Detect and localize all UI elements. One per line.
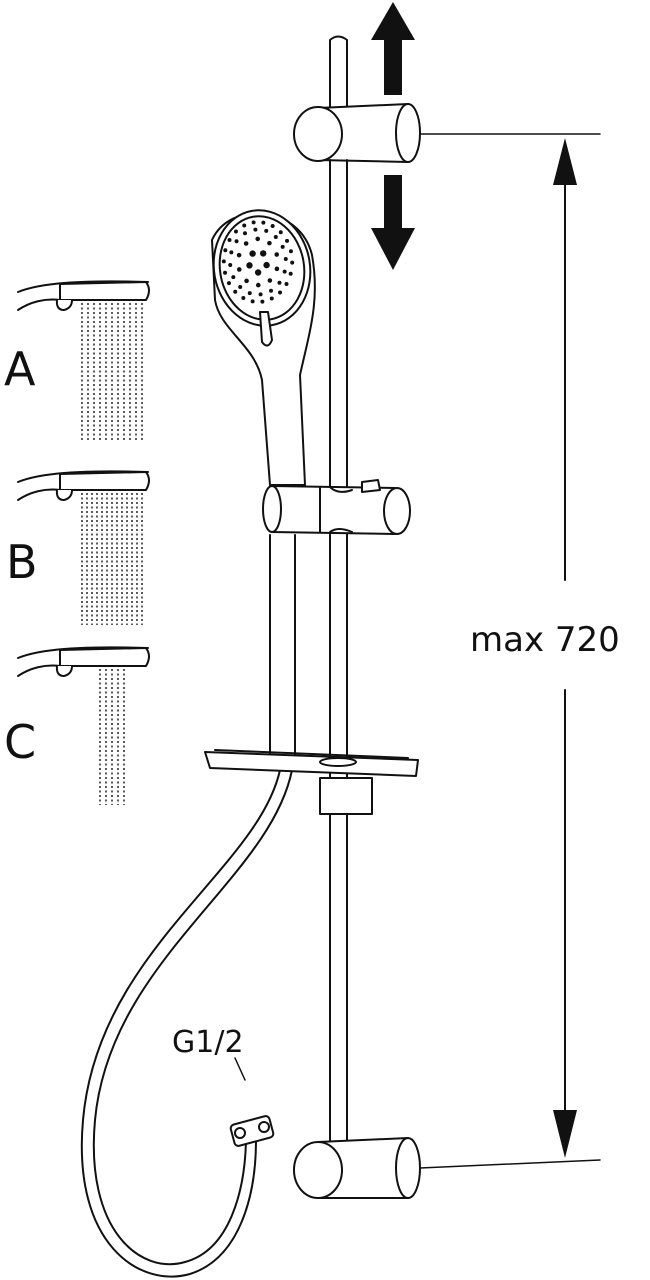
slide-direction-arrows bbox=[371, 2, 415, 270]
shower-nozzles bbox=[221, 220, 295, 304]
slide-rail bbox=[329, 35, 348, 1151]
spray-mode-lever bbox=[259, 311, 273, 347]
shower-hose bbox=[80, 769, 293, 1278]
hand-shower bbox=[211, 209, 316, 486]
spray-mode-icon-a bbox=[17, 280, 150, 440]
hose-pipe bbox=[269, 534, 296, 761]
height-dimension bbox=[419, 133, 601, 1169]
connector-thread-label: G1/2 bbox=[172, 1025, 244, 1060]
g12-connector-nut bbox=[229, 1057, 275, 1147]
slider-holder bbox=[262, 479, 411, 535]
dimension-arrow-bottom-icon bbox=[553, 1110, 577, 1158]
spray-mode-icon-c bbox=[17, 646, 150, 805]
arrow-down-icon bbox=[371, 175, 415, 270]
spray-mode-label-b: B bbox=[6, 535, 38, 589]
arrow-up-icon bbox=[371, 2, 415, 95]
spray-mode-icon-b bbox=[17, 470, 150, 625]
spray-mode-label-c: C bbox=[4, 715, 36, 769]
bottom-wall-bracket bbox=[293, 1137, 421, 1199]
dimension-arrow-top-icon bbox=[553, 138, 577, 185]
spray-mode-label-a: A bbox=[4, 342, 36, 396]
soap-dish bbox=[204, 749, 419, 815]
max-height-label: max 720 bbox=[470, 620, 620, 660]
top-wall-bracket bbox=[293, 103, 421, 171]
